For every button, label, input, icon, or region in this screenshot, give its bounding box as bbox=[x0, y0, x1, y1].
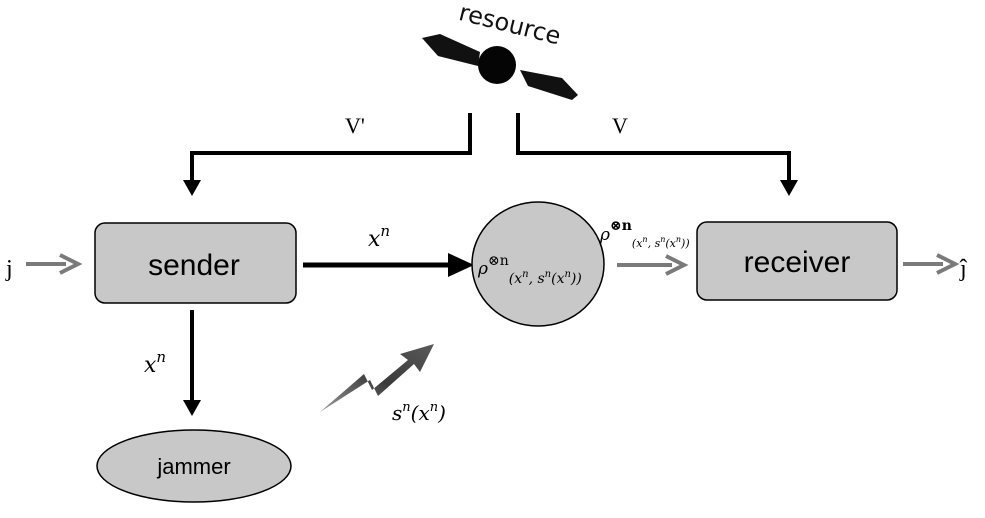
sender-to-state-arrow bbox=[303, 253, 474, 277]
sender-to-jammer-arrow bbox=[183, 310, 201, 416]
channel-v-label: V bbox=[612, 113, 628, 138]
receiver-label: receiver bbox=[744, 246, 851, 279]
received-state-formula: ρ⊗n(xn, sn(xn)) bbox=[599, 218, 690, 250]
signal-x-label: xn bbox=[368, 222, 390, 252]
channel-v-arrow bbox=[516, 113, 798, 196]
jammer-label: jammer bbox=[156, 454, 230, 479]
sender-label: sender bbox=[148, 249, 240, 282]
receiver-node[interactable]: receiver bbox=[696, 221, 898, 301]
jammer-input-x-label: xn bbox=[144, 348, 166, 378]
lightning-bolt-icon bbox=[320, 344, 434, 412]
jamming-signal-label: sn(xn) bbox=[392, 400, 446, 425]
output-j-hat-label: ĵ bbox=[959, 256, 968, 282]
satellite-icon bbox=[422, 34, 578, 100]
output-arrow bbox=[903, 253, 960, 275]
state-to-receiver-arrow bbox=[617, 254, 689, 276]
sender-node[interactable]: sender bbox=[94, 222, 297, 304]
state-node: ρ⊗n(xn, sn(xn)) bbox=[471, 201, 605, 327]
channel-v-prime-arrow bbox=[183, 113, 472, 196]
state-formula: ρ⊗n(xn, sn(xn)) bbox=[477, 253, 582, 287]
input-j-label: j bbox=[5, 256, 13, 282]
channel-v-prime-label: V' bbox=[345, 113, 365, 138]
input-arrow bbox=[26, 253, 83, 275]
jammer-node[interactable]: jammer bbox=[96, 429, 292, 503]
resource-label: resource bbox=[456, 0, 564, 50]
